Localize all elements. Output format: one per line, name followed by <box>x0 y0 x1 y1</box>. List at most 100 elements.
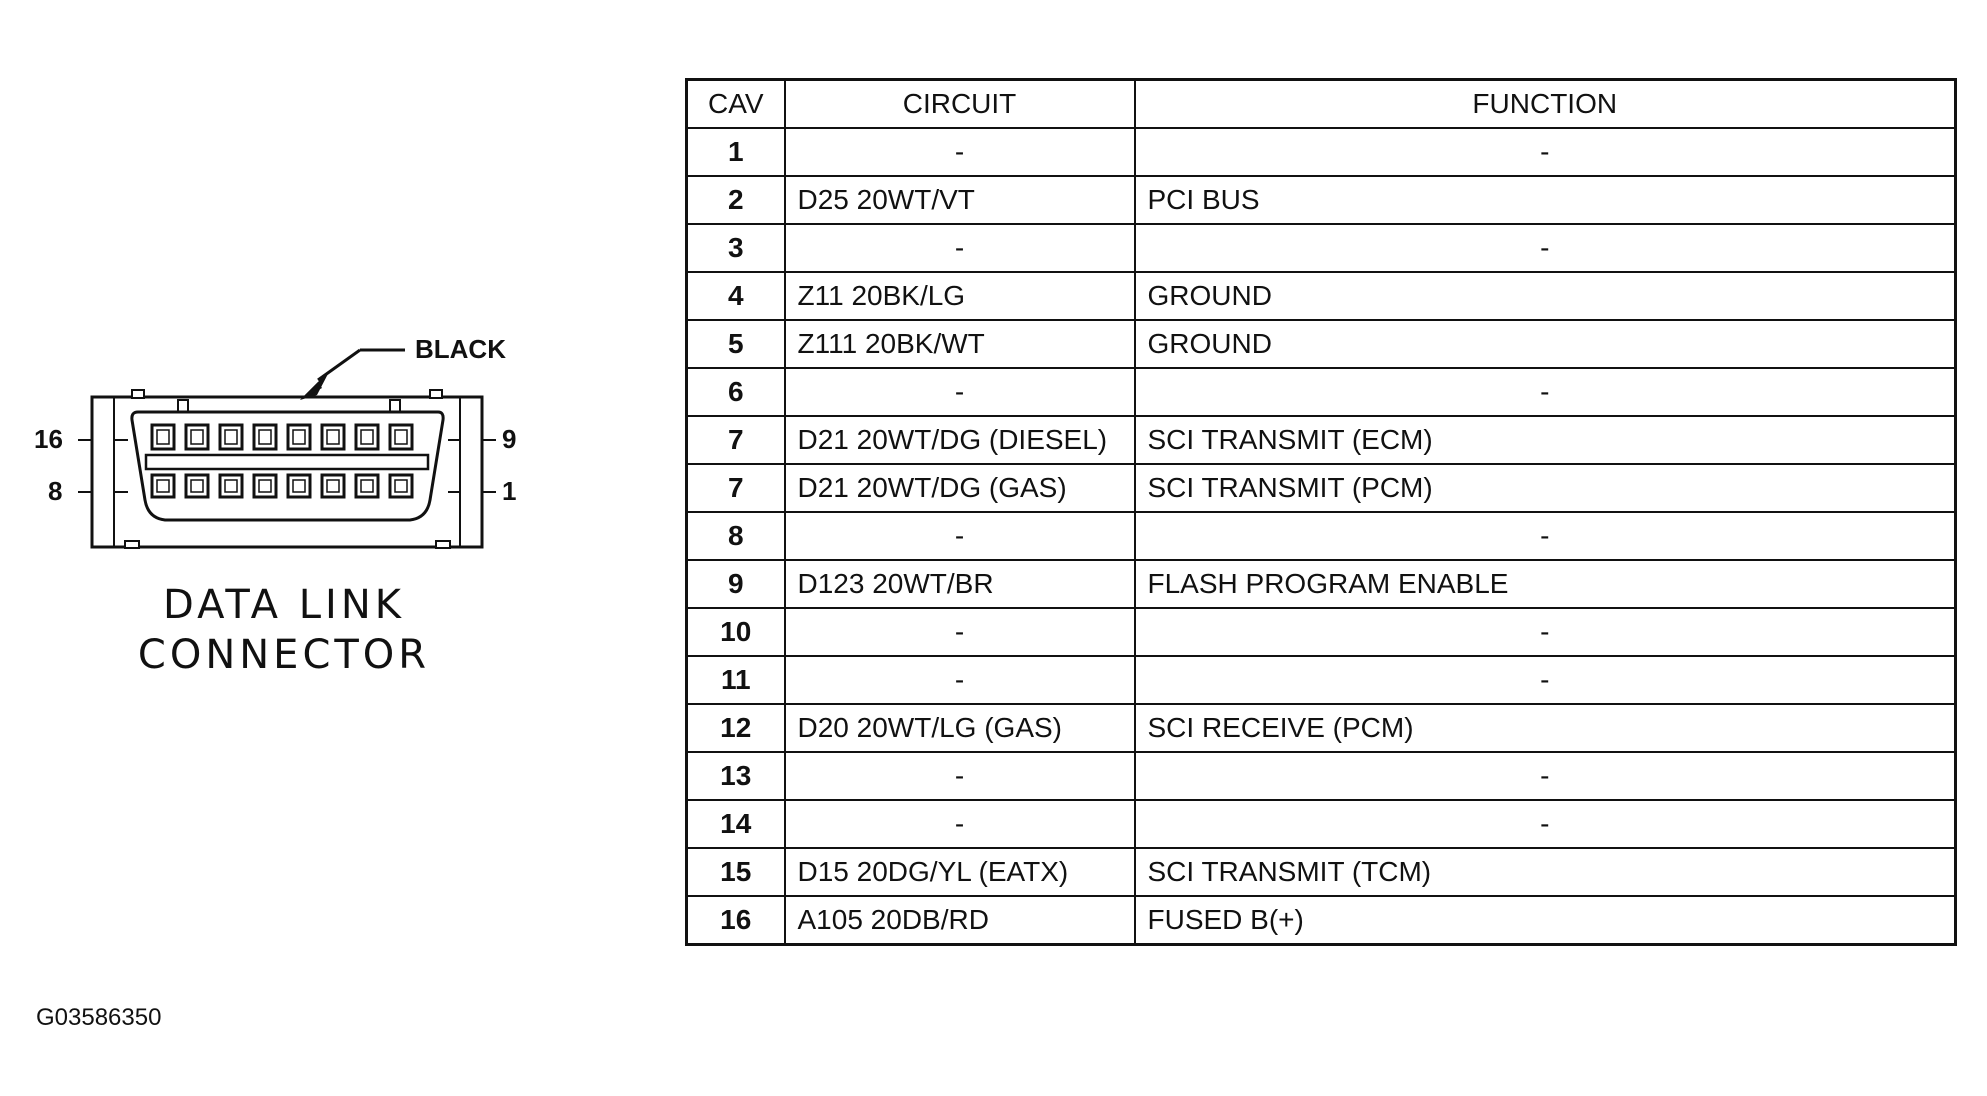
top-row-pin-contact <box>224 429 238 445</box>
cav-cell: 10 <box>685 607 786 657</box>
cav-cell: 3 <box>685 223 786 273</box>
black-label: BLACK <box>415 334 506 364</box>
cav-cell: 12 <box>685 703 786 753</box>
top-row-pin-contact <box>190 429 204 445</box>
circuit-cell: A105 20DB/RD <box>783 895 1136 946</box>
table-row: 11-- <box>685 655 1957 705</box>
circuit-cell: D123 20WT/BR <box>783 559 1136 609</box>
circuit-cell: - <box>783 655 1136 705</box>
function-cell: - <box>1133 367 1957 417</box>
cav-cell: 4 <box>685 271 786 321</box>
circuit-cell: D21 20WT/DG (GAS) <box>783 463 1136 513</box>
table-row: 1-- <box>685 127 1957 177</box>
cav-cell: 2 <box>685 175 786 225</box>
cav-cell: 15 <box>685 847 786 897</box>
cav-cell: 5 <box>685 319 786 369</box>
top-row-pin-contact <box>394 429 408 445</box>
function-cell: FLASH PROGRAM ENABLE <box>1133 559 1957 609</box>
bottom-row-pin-contact <box>190 479 204 493</box>
circuit-cell: - <box>783 511 1136 561</box>
pin-1-label: 1 <box>502 476 516 506</box>
circuit-cell: - <box>783 223 1136 273</box>
connector-caption-line1: DATA LINK <box>163 582 405 628</box>
cav-cell: 14 <box>685 799 786 849</box>
function-cell: SCI TRANSMIT (ECM) <box>1133 415 1957 465</box>
function-cell: PCI BUS <box>1133 175 1957 225</box>
circuit-cell: D20 20WT/LG (GAS) <box>783 703 1136 753</box>
function-cell: SCI TRANSMIT (PCM) <box>1133 463 1957 513</box>
top-row-pin-socket <box>184 423 210 451</box>
function-cell: - <box>1133 799 1957 849</box>
top-row-pin-socket <box>252 423 278 451</box>
circuit-cell: D21 20WT/DG (DIESEL) <box>783 415 1136 465</box>
function-cell: FUSED B(+) <box>1133 895 1957 946</box>
top-row-pin-socket <box>286 423 312 451</box>
function-cell: - <box>1133 751 1957 801</box>
cav-cell: 6 <box>685 367 786 417</box>
circuit-cell: - <box>783 127 1136 177</box>
function-cell: GROUND <box>1133 271 1957 321</box>
top-row-pin-socket <box>150 423 176 451</box>
cav-cell: 8 <box>685 511 786 561</box>
bottom-row-pin-socket <box>218 473 244 499</box>
top-row-pin-contact <box>326 429 340 445</box>
bottom-row-pin-socket <box>354 473 380 499</box>
bottom-row-pin-contact <box>224 479 238 493</box>
cav-cell: 11 <box>685 655 786 705</box>
function-cell: SCI RECEIVE (PCM) <box>1133 703 1957 753</box>
top-row-pin-contact <box>292 429 306 445</box>
circuit-cell: - <box>783 367 1136 417</box>
function-cell: - <box>1133 511 1957 561</box>
header-circuit: CIRCUIT <box>783 78 1136 129</box>
pin-8-label: 8 <box>48 476 62 506</box>
cav-cell: 7 <box>685 415 786 465</box>
top-row-pin-contact <box>360 429 374 445</box>
function-cell: - <box>1133 607 1957 657</box>
table-row: 8-- <box>685 511 1957 561</box>
table-row: 3-- <box>685 223 1957 273</box>
pin-16-label: 16 <box>34 424 63 454</box>
circuit-cell: - <box>783 751 1136 801</box>
function-cell: SCI TRANSMIT (TCM) <box>1133 847 1957 897</box>
circuit-cell: - <box>783 607 1136 657</box>
table-row: 14-- <box>685 799 1957 849</box>
function-cell: - <box>1133 127 1957 177</box>
function-cell: - <box>1133 223 1957 273</box>
black-color-callout: BLACK <box>300 334 506 400</box>
header-function: FUNCTION <box>1133 78 1957 129</box>
connector-body <box>78 389 496 549</box>
top-row-pin-socket <box>320 423 346 451</box>
circuit-cell: D15 20DG/YL (EATX) <box>783 847 1136 897</box>
bottom-row-pin-socket <box>184 473 210 499</box>
table-row: 10-- <box>685 607 1957 657</box>
bottom-row-pin-socket <box>252 473 278 499</box>
cav-cell: 16 <box>685 895 786 946</box>
bottom-row-pin-socket <box>150 473 176 499</box>
connector-caption-line2: CONNECTOR <box>138 632 430 678</box>
bottom-row-pin-contact <box>258 479 272 493</box>
pin-row-bottom <box>150 473 414 499</box>
table-row: 6-- <box>685 367 1957 417</box>
bottom-row-pin-socket <box>388 473 414 499</box>
cav-cell: 1 <box>685 127 786 177</box>
bottom-row-pin-socket <box>320 473 346 499</box>
bottom-row-pin-contact <box>360 479 374 493</box>
bottom-row-pin-contact <box>156 479 170 493</box>
table-row: 13-- <box>685 751 1957 801</box>
top-row-pin-socket <box>388 423 414 451</box>
top-row-pin-contact <box>258 429 272 445</box>
table-header-row: CAV CIRCUIT FUNCTION <box>685 78 1957 129</box>
circuit-cell: D25 20WT/VT <box>783 175 1136 225</box>
circuit-cell: Z11 20BK/LG <box>783 271 1136 321</box>
